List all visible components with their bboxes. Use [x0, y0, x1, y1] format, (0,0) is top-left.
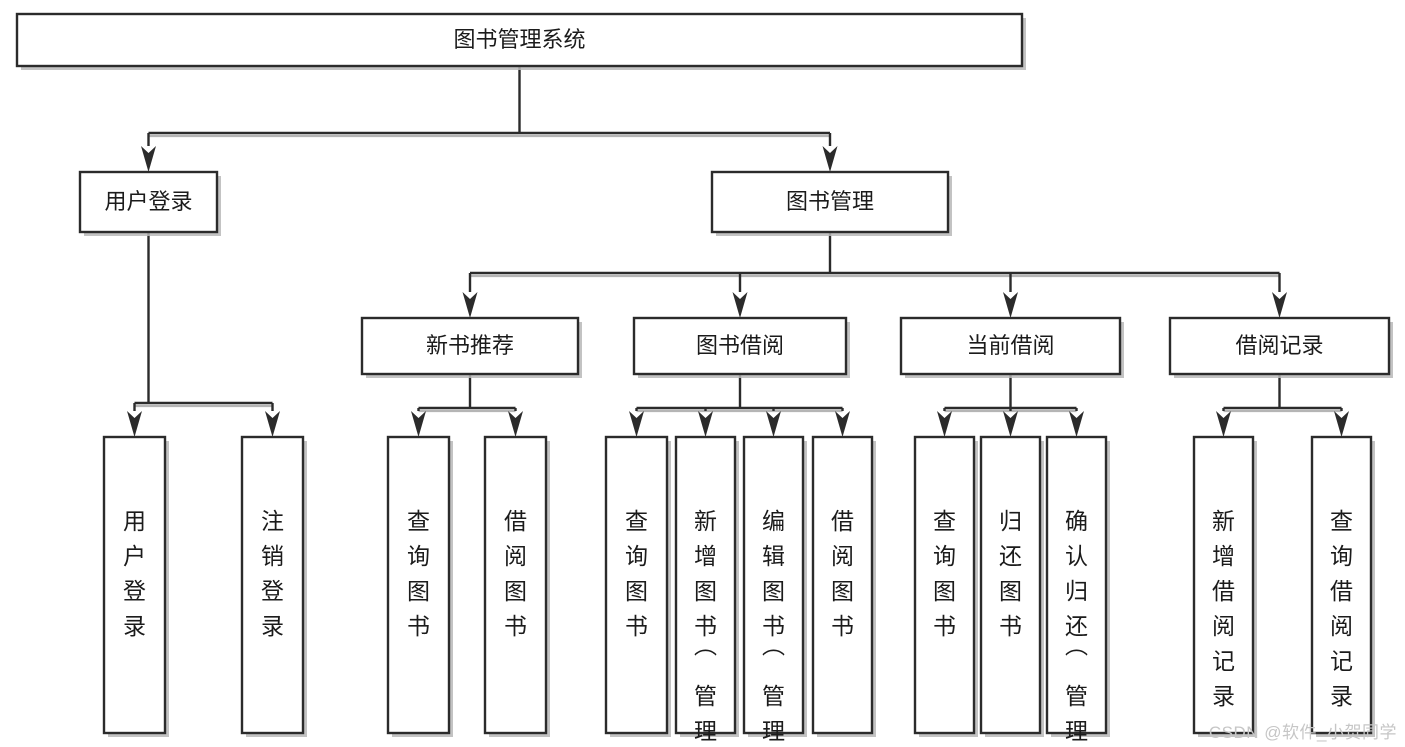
node-box[interactable] — [913, 435, 976, 735]
node-box[interactable] — [632, 316, 848, 376]
edges-layer — [127, 66, 1349, 437]
node-label: 用户登录 — [104, 189, 192, 214]
node-box[interactable] — [604, 435, 669, 735]
node-leaf_1[interactable]: 注销登录 — [240, 435, 307, 737]
node-label: 查询图书 — [407, 508, 430, 639]
node-label: 图书管理系统 — [453, 27, 585, 52]
node-label: 注销登录 — [261, 508, 284, 639]
node-leaf_7[interactable]: 借阅图书 — [811, 435, 876, 737]
node-label: 新书推荐 — [426, 333, 514, 358]
node-box[interactable] — [811, 435, 874, 735]
node-label: 新增借阅记录 — [1212, 508, 1235, 709]
node-label: 查询图书 — [625, 508, 648, 639]
node-label: 借阅图书 — [504, 508, 527, 639]
node-box[interactable] — [899, 316, 1122, 376]
node-label: 查询图书 — [933, 508, 956, 639]
watermark-text: CSDN @软件_小贺同学 — [1208, 723, 1397, 742]
node-box[interactable] — [102, 435, 167, 735]
node-leaf_8[interactable]: 查询图书 — [913, 435, 978, 737]
node-box[interactable] — [15, 12, 1024, 68]
node-label: 当前借阅 — [966, 333, 1054, 358]
node-leaf_6[interactable]: 编辑图书⌒管理员⌣ — [742, 435, 807, 747]
node-leaf_0[interactable]: 用户登录 — [102, 435, 169, 737]
node-leaf_11[interactable]: 新增借阅记录 — [1192, 435, 1257, 737]
node-box[interactable] — [78, 170, 219, 234]
node-label: 借阅图书 — [831, 508, 854, 639]
node-leaf_2[interactable]: 查询图书 — [386, 435, 453, 737]
node-label: 查询借阅记录 — [1330, 508, 1353, 709]
nodes-layer: 图书管理系统用户登录图书管理新书推荐图书借阅当前借阅借阅记录用户登录注销登录查询… — [15, 12, 1393, 747]
node-label: 新增图书⌒管理员⌣ — [694, 508, 717, 747]
node-leaf_3[interactable]: 借阅图书 — [483, 435, 550, 737]
node-label: 归还图书 — [999, 508, 1022, 639]
node-leaf_4[interactable]: 查询图书 — [604, 435, 671, 737]
node-l3_0[interactable]: 新书推荐 — [360, 316, 582, 378]
node-leaf_10[interactable]: 确认归还⌒管理员⌣ — [1045, 435, 1110, 747]
node-l2_0[interactable]: 用户登录 — [78, 170, 221, 236]
node-box[interactable] — [483, 435, 548, 735]
node-box[interactable] — [979, 435, 1042, 735]
node-leaf_5[interactable]: 新增图书⌒管理员⌣ — [674, 435, 739, 747]
node-l3_3[interactable]: 借阅记录 — [1168, 316, 1393, 378]
node-l3_1[interactable]: 图书借阅 — [632, 316, 850, 378]
node-leaf_9[interactable]: 归还图书 — [979, 435, 1044, 737]
node-root[interactable]: 图书管理系统 — [15, 12, 1026, 70]
node-box[interactable] — [1192, 435, 1255, 735]
node-leaf_12[interactable]: 查询借阅记录 — [1310, 435, 1375, 737]
node-box[interactable] — [1045, 435, 1108, 735]
node-box[interactable] — [386, 435, 451, 735]
node-l2_1[interactable]: 图书管理 — [710, 170, 952, 236]
node-box[interactable] — [742, 435, 805, 735]
node-label: 借阅记录 — [1235, 333, 1323, 358]
node-l3_2[interactable]: 当前借阅 — [899, 316, 1124, 378]
node-label: 确认归还⌒管理员⌣ — [1065, 508, 1088, 747]
node-label: 用户登录 — [123, 508, 146, 639]
node-box[interactable] — [1168, 316, 1391, 376]
node-box[interactable] — [1310, 435, 1373, 735]
node-label: 图书管理 — [786, 189, 874, 214]
node-label: 图书借阅 — [696, 333, 784, 358]
node-box[interactable] — [710, 170, 950, 234]
node-box[interactable] — [240, 435, 305, 735]
node-box[interactable] — [674, 435, 737, 735]
node-label: 编辑图书⌒管理员⌣ — [762, 508, 785, 747]
node-box[interactable] — [360, 316, 580, 376]
